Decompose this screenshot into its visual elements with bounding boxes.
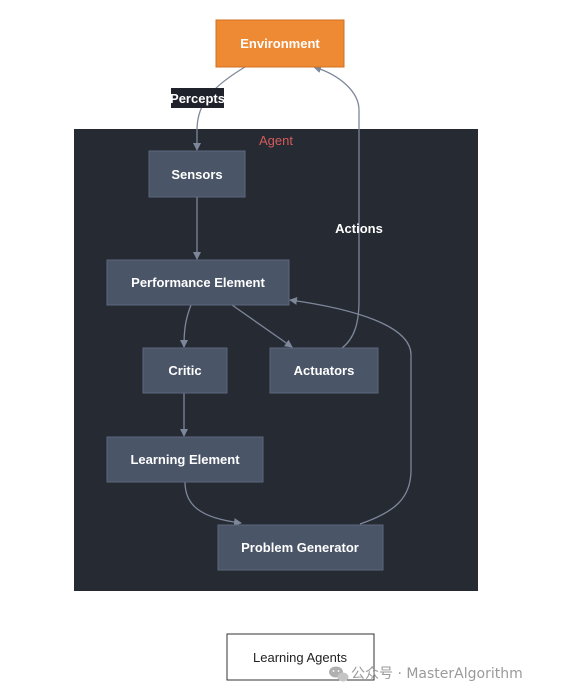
- critic-label: Critic: [168, 363, 201, 378]
- performance-element-box: [106, 259, 290, 306]
- node-performance-element: Performance Element: [106, 259, 290, 306]
- watermark: 公众号 · MasterAlgorithm: [329, 666, 523, 682]
- sensors-label: Sensors: [171, 167, 222, 182]
- actuators-label: Actuators: [294, 363, 355, 378]
- watermark-text: 公众号 · MasterAlgorithm: [351, 666, 523, 682]
- edge-actuators-to-environment: [313, 65, 360, 349]
- learning-element-label: Learning Element: [130, 452, 240, 467]
- actuators-box: [269, 347, 379, 394]
- percepts-label-bg: [171, 88, 224, 108]
- node-problem-generator: Problem Generator: [217, 524, 384, 571]
- node-critic: Critic: [142, 347, 228, 394]
- percepts-label: Percepts: [170, 91, 225, 106]
- environment-box: [215, 19, 345, 68]
- node-sensors: Sensors: [148, 150, 246, 198]
- caption-text: Learning Agents: [253, 650, 347, 665]
- node-learning-element: Learning Element: [106, 436, 264, 483]
- node-environment: Environment: [215, 19, 345, 68]
- problem-generator-box: [217, 524, 384, 571]
- agent-label: Agent: [259, 133, 293, 148]
- node-actuators: Actuators: [269, 347, 379, 394]
- learning-element-box: [106, 436, 264, 483]
- edge-performance-to-critic: [180, 304, 192, 348]
- edge-problem-to-performance: [289, 296, 412, 525]
- wechat-icon: [329, 666, 349, 682]
- sensors-box: [148, 150, 246, 198]
- actions-label: Actions: [335, 221, 383, 236]
- edge-learning-to-problem: [184, 481, 242, 527]
- caption-box: Learning Agents: [226, 633, 375, 681]
- edge-performance-to-actuators: [231, 304, 293, 348]
- performance-element-label: Performance Element: [131, 275, 265, 290]
- problem-generator-label: Problem Generator: [241, 540, 359, 555]
- critic-box: [142, 347, 228, 394]
- environment-label: Environment: [240, 36, 320, 51]
